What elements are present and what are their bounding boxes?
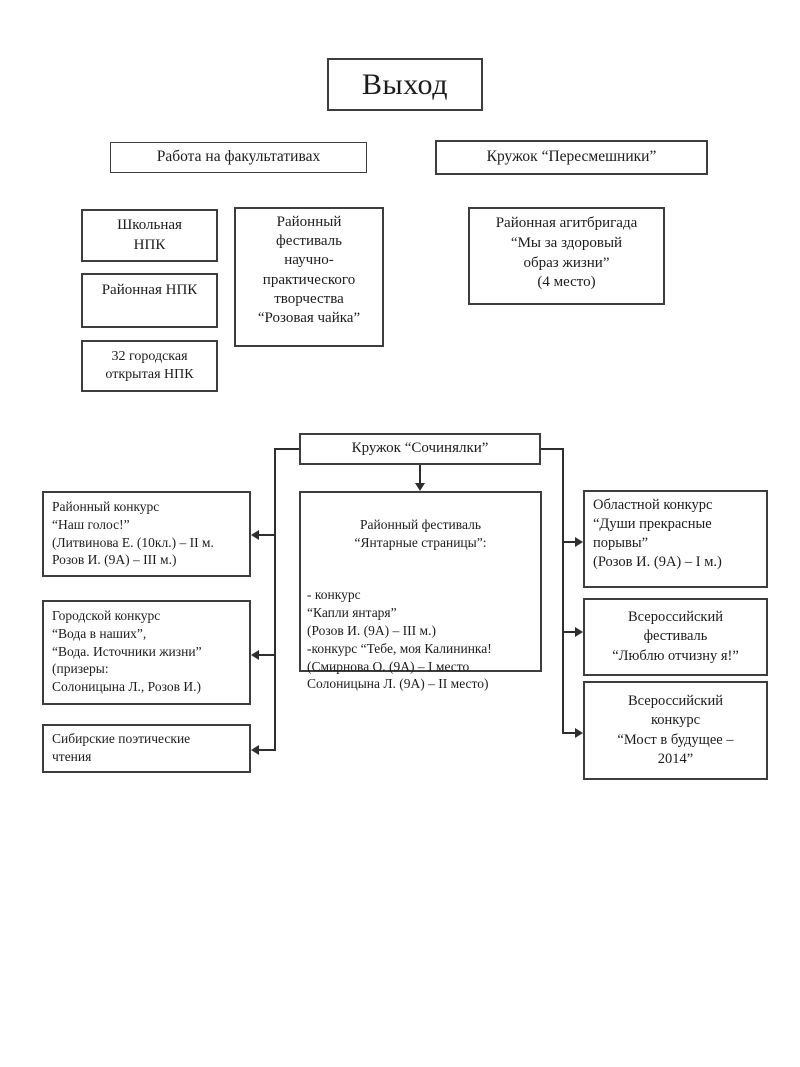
pink-seagull-text: Районный фестиваль научно- практического… (257, 214, 361, 326)
vseros-konkurs-text: Всероссийский конкурс “Мост в будущее – … (617, 693, 734, 767)
connector-left-stub (274, 448, 299, 450)
district-npk-text: Районная НПК (101, 282, 198, 298)
node-nash-golos: Районный конкурс “Наш голос!” (Литвинова… (42, 491, 251, 577)
node-siberian-readings: Сибирские поэтические чтения (42, 724, 251, 773)
connector-hub-down (419, 465, 421, 485)
electives-header-text: Работа на факультативах (156, 148, 321, 166)
amber-pages-body: - конкурс “Капли янтаря” (Розов И. (9А) … (307, 587, 492, 692)
arrowhead-left-2 (251, 650, 259, 660)
arrowhead-right-3 (575, 728, 583, 738)
amber-pages-header: Районный фестиваль “Янтарные страницы”: (354, 516, 487, 550)
nash-golos-text: Районный конкурс “Наш голос!” (Литвинова… (52, 499, 214, 568)
connector-left-branch-1 (258, 534, 276, 536)
arrowhead-right-2 (575, 627, 583, 637)
arrowhead-left-3 (251, 745, 259, 755)
node-title: Выход (327, 58, 483, 111)
connector-right-branch-1 (564, 541, 576, 543)
school-npk-text: Школьная НПК (117, 216, 182, 253)
node-oblast-konkurs: Областной конкурс “Души прекрасные порыв… (583, 490, 768, 588)
node-amber-pages: Районный фестиваль “Янтарные страницы”: … (299, 491, 542, 691)
city-npk-text: 32 городская открытая НПК (105, 348, 194, 382)
node-school-npk: Школьная НПК (81, 209, 218, 262)
siberian-readings-text: Сибирские поэтические чтения (52, 731, 191, 764)
node-city-npk: 32 городская открытая НПК (81, 340, 218, 392)
vseros-festival-text: Всероссийский фестиваль “Люблю отчизну я… (612, 609, 739, 664)
arrowhead-hub-down (415, 483, 425, 491)
title-text: Выход (362, 67, 448, 101)
arrowhead-left-1 (251, 530, 259, 540)
node-electives-header: Работа на факультативах (110, 142, 367, 173)
node-sochinyalki-header: Кружок “Сочинялки” (299, 433, 541, 465)
connector-right-branch-3 (564, 732, 576, 734)
mockingbirds-header-text: Кружок “Пересмешники” (486, 148, 657, 166)
node-district-npk: Районная НПК (81, 273, 218, 328)
sochinyalki-header-text: Кружок “Сочинялки” (351, 440, 489, 457)
node-pink-seagull-festival: Районный фестиваль научно- практического… (234, 207, 384, 347)
connector-left-branch-2 (258, 654, 276, 656)
voda-konkurs-text: Городской конкурс “Вода в наших”, “Вода.… (52, 608, 202, 695)
arrowhead-right-1 (575, 537, 583, 547)
node-voda-konkurs: Городской конкурс “Вода в наших”, “Вода.… (42, 600, 251, 705)
node-vseros-konkurs: Всероссийский конкурс “Мост в будущее – … (583, 681, 768, 780)
connector-right-trunk (562, 448, 564, 734)
node-mockingbirds-header: Кружок “Пересмешники” (435, 140, 708, 175)
agitbrigade-text: Районная агитбригада “Мы за здоровый обр… (495, 215, 638, 291)
node-vseros-festival: Всероссийский фестиваль “Люблю отчизну я… (583, 598, 768, 676)
node-agitbrigade: Районная агитбригада “Мы за здоровый обр… (468, 207, 665, 305)
connector-left-branch-3 (258, 749, 276, 751)
oblast-konkurs-text: Областной конкурс “Души прекрасные порыв… (593, 497, 722, 571)
connector-right-stub (541, 448, 564, 450)
connector-right-branch-2 (564, 631, 576, 633)
connector-left-trunk (274, 448, 276, 751)
